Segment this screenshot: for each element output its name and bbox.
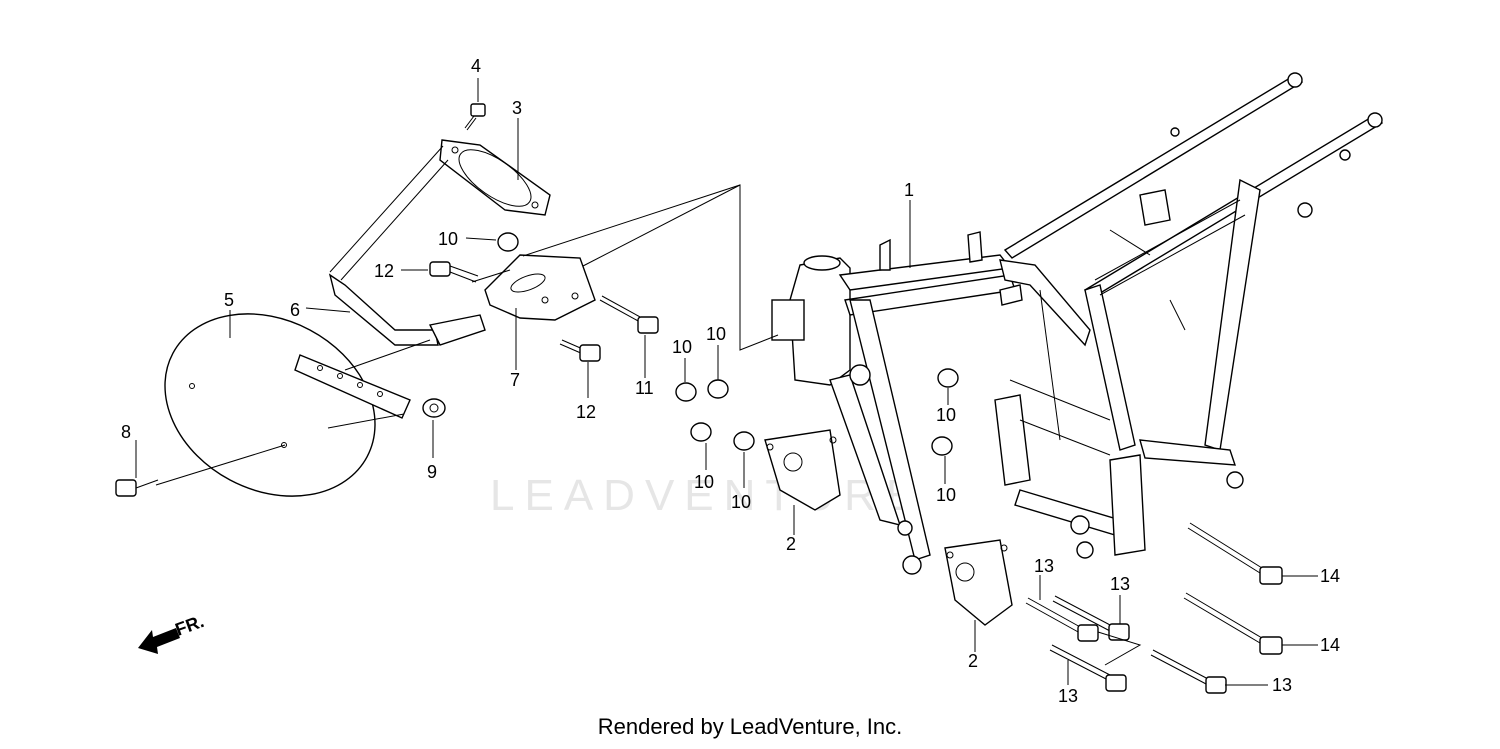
engine-hanger-plate-lower[interactable] bbox=[944, 539, 1013, 626]
direction-label: FR. bbox=[173, 611, 207, 640]
bolt-11-part[interactable] bbox=[599, 295, 659, 334]
callout-2-upper: 2 bbox=[786, 534, 796, 554]
callout-10-a: 10 bbox=[438, 229, 458, 249]
callout-14-b: 14 bbox=[1320, 635, 1340, 655]
callout-7: 7 bbox=[510, 370, 520, 390]
screw-part[interactable] bbox=[464, 103, 486, 131]
callout-9: 9 bbox=[427, 462, 437, 482]
callout-10-c: 10 bbox=[706, 324, 726, 344]
frame-part[interactable] bbox=[771, 72, 1384, 575]
headlight-gasket-part[interactable] bbox=[439, 139, 551, 217]
callout-14-a: 14 bbox=[1320, 566, 1340, 586]
callout-10-b: 10 bbox=[672, 337, 692, 357]
callout-10-g: 10 bbox=[936, 485, 956, 505]
callout-1: 1 bbox=[904, 180, 914, 200]
bolt-13-parts[interactable] bbox=[1025, 595, 1227, 694]
watermark: LEADVENTURE bbox=[490, 471, 925, 520]
callout-3: 3 bbox=[512, 98, 522, 118]
number-plate-part[interactable] bbox=[133, 278, 407, 531]
callout-13-b: 13 bbox=[1110, 574, 1130, 594]
callout-13-a: 13 bbox=[1034, 556, 1054, 576]
callout-12-a: 12 bbox=[374, 261, 394, 281]
leader-lines bbox=[135, 78, 1318, 686]
bolt-8-part[interactable] bbox=[115, 479, 159, 497]
callout-8: 8 bbox=[121, 422, 131, 442]
nut-9-part[interactable] bbox=[422, 398, 446, 418]
callout-11: 11 bbox=[635, 378, 654, 398]
front-arrow-icon bbox=[138, 628, 180, 654]
callout-5: 5 bbox=[224, 290, 234, 310]
footer-credit: Rendered by LeadVenture, Inc. bbox=[597, 714, 903, 739]
callout-13-d: 13 bbox=[1272, 675, 1292, 695]
callout-10-f: 10 bbox=[936, 405, 956, 425]
callout-6: 6 bbox=[290, 300, 300, 320]
headlight-stay-part[interactable] bbox=[484, 254, 596, 321]
bolt-14-parts[interactable] bbox=[1183, 522, 1283, 655]
callout-10-d: 10 bbox=[694, 472, 714, 492]
callout-labels: 1 2 2 3 4 5 6 7 8 9 10 10 10 10 10 10 10… bbox=[121, 56, 1340, 706]
nut-10-parts[interactable] bbox=[497, 232, 959, 456]
bolt-12-parts[interactable] bbox=[429, 261, 601, 362]
callout-10-e: 10 bbox=[731, 492, 751, 512]
callout-2-lower: 2 bbox=[968, 651, 978, 671]
callout-12-b: 12 bbox=[576, 402, 596, 422]
callout-4: 4 bbox=[471, 56, 481, 76]
engine-hanger-plate-upper[interactable] bbox=[764, 429, 841, 511]
stay-bracket-part[interactable] bbox=[294, 273, 486, 419]
callout-13-c: 13 bbox=[1058, 686, 1078, 706]
